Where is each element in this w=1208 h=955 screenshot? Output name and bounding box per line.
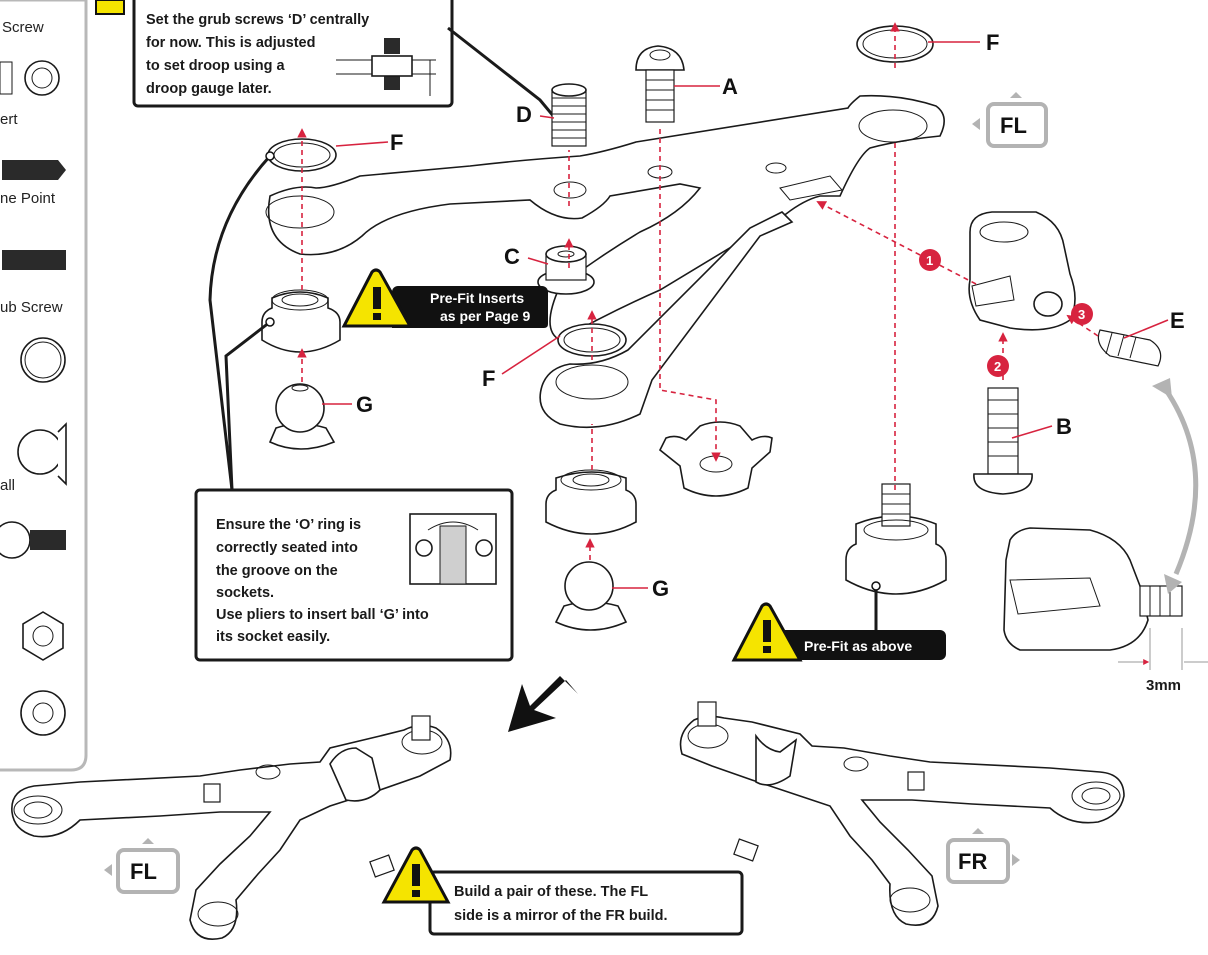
sidebar-ball-icon bbox=[17, 422, 67, 486]
rod-end-assembly bbox=[968, 211, 1076, 331]
ball-stud-socket-right bbox=[845, 483, 947, 595]
oring-note-line5: Use pliers to insert ball ‘G’ into bbox=[216, 607, 429, 623]
svg-text:FR: FR bbox=[958, 849, 987, 874]
sidebar-label-ball: all bbox=[0, 477, 15, 494]
screw-b bbox=[973, 387, 1033, 495]
prefit-inserts-line2: as per Page 9 bbox=[440, 308, 530, 324]
down-left-arrow-icon bbox=[508, 676, 578, 732]
sidebar-ball-stud-icon bbox=[0, 521, 66, 559]
fr-badge-bottom: FR bbox=[946, 828, 1020, 884]
label-part-f-middle: F bbox=[482, 366, 495, 391]
prefit-inserts-line1: Pre-Fit Inserts bbox=[430, 290, 524, 306]
sidebar-o-ring-icon bbox=[20, 337, 66, 383]
svg-text:1: 1 bbox=[926, 253, 933, 268]
dimension-label: 3mm bbox=[1146, 677, 1181, 694]
sidebar-nut-icon bbox=[22, 611, 64, 661]
svg-text:FL: FL bbox=[1000, 113, 1027, 138]
grub-screw-d bbox=[551, 83, 587, 147]
assembled-arm-fr bbox=[679, 701, 1125, 926]
assembled-arm-fl bbox=[11, 715, 452, 940]
insert-c bbox=[537, 245, 595, 295]
oring-note-line6: its socket easily. bbox=[216, 629, 330, 645]
label-part-f-top: F bbox=[986, 30, 999, 55]
detail-link-arrow bbox=[1163, 388, 1199, 575]
oring-note-line3: the groove on the bbox=[216, 563, 338, 579]
oring-note-line2: correctly seated into bbox=[216, 540, 358, 556]
step-3-badge: 3 bbox=[1071, 303, 1093, 325]
label-part-a: A bbox=[722, 74, 738, 99]
svg-text:FL: FL bbox=[130, 859, 157, 884]
bracket-nut bbox=[658, 421, 773, 497]
svg-text:3: 3 bbox=[1078, 307, 1085, 322]
label-part-e: E bbox=[1170, 308, 1185, 333]
label-part-d: D bbox=[516, 102, 532, 127]
button-screw-a bbox=[635, 45, 685, 123]
label-part-g-middle: G bbox=[652, 576, 669, 601]
sidebar-cone-point-icon bbox=[2, 160, 66, 180]
ball-g-left bbox=[268, 383, 336, 450]
grub-note-line4: droop gauge later. bbox=[146, 81, 272, 97]
socket-middle bbox=[545, 469, 637, 535]
prefit-above-text: Pre-Fit as above bbox=[804, 638, 912, 654]
grub-note-line2: for now. This is adjusted bbox=[146, 35, 315, 51]
warning-prefit-above: Pre-Fit as above bbox=[731, 581, 946, 662]
step-2-badge: 2 bbox=[987, 355, 1009, 377]
grub-screw-e bbox=[1097, 329, 1162, 367]
sidebar-label-screw: Screw bbox=[2, 19, 44, 36]
leader-lines bbox=[322, 41, 1169, 589]
oring-note-line1: Ensure the ‘O’ ring is bbox=[216, 517, 361, 533]
assembly-guides bbox=[297, 22, 1099, 560]
grub-note-line1: Set the grub screws ‘D’ centrally bbox=[146, 12, 369, 28]
grub-screw-callout: Set the grub screws ‘D’ centrally for no… bbox=[95, 0, 562, 125]
grub-note-line3: to set droop using a bbox=[146, 58, 285, 74]
o-ring-callout: Ensure the ‘O’ ring is correctly seated … bbox=[194, 151, 514, 662]
fl-badge-top: FL bbox=[972, 92, 1048, 148]
parts-sidebar: Screw ert ne Point ub Screw all bbox=[0, 0, 88, 772]
sidebar-label-grub-screw: ub Screw bbox=[0, 299, 63, 316]
sidebar-grub-screw-icon bbox=[2, 250, 66, 270]
sidebar-washer-icon bbox=[20, 690, 66, 736]
build-pair-callout: Build a pair of these. The FL side is a … bbox=[381, 846, 744, 936]
step-1-badge: 1 bbox=[919, 249, 941, 271]
label-part-g-left: G bbox=[356, 392, 373, 417]
ball-g-middle bbox=[554, 561, 628, 631]
grub-droop-mini-diagram bbox=[336, 38, 436, 96]
fl-badge-bottom: FL bbox=[104, 838, 180, 894]
socket-left bbox=[261, 289, 341, 353]
build-note-line1: Build a pair of these. The FL bbox=[454, 884, 648, 900]
sidebar-label-insert: ert bbox=[0, 111, 18, 128]
oring-note-line4: sockets. bbox=[216, 585, 274, 601]
sidebar-label-cone-point: ne Point bbox=[0, 190, 56, 207]
warning-prefit-inserts: Pre-Fit Inserts as per Page 9 bbox=[341, 268, 548, 328]
label-part-f-left: F bbox=[390, 130, 403, 155]
label-part-c: C bbox=[504, 244, 520, 269]
rod-end-detail-3mm: 3mm bbox=[1003, 527, 1208, 694]
build-note-line2: side is a mirror of the FR build. bbox=[454, 908, 668, 924]
lower-arm-segment bbox=[539, 211, 794, 429]
label-part-b: B bbox=[1056, 414, 1072, 439]
sidebar-insert-icon bbox=[0, 60, 60, 96]
svg-text:2: 2 bbox=[994, 359, 1001, 374]
o-ring-section-diagram bbox=[409, 513, 497, 585]
